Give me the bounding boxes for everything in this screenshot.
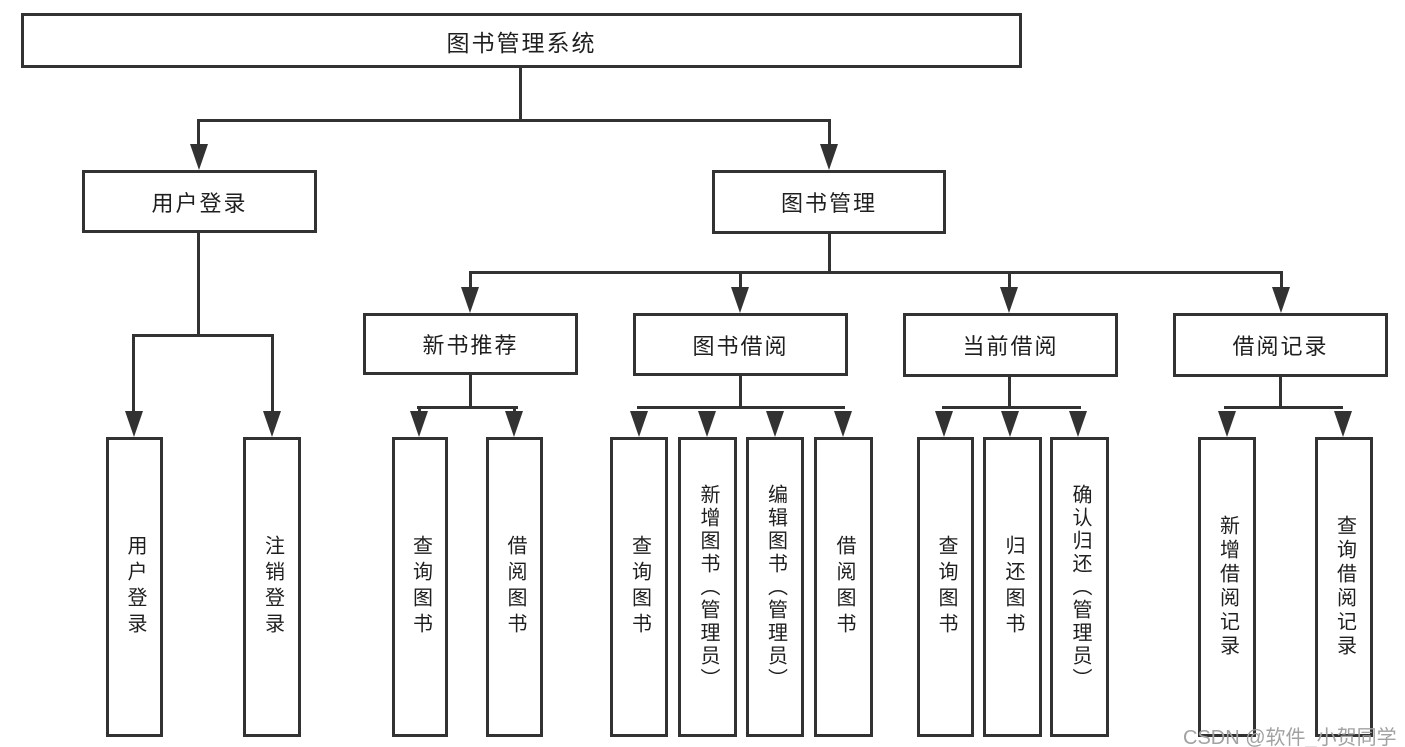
node-borrowing-records-label: 借阅记录 — [1232, 334, 1329, 359]
node-user-login: 用户登录 — [82, 170, 317, 233]
node-current-borrowing: 当前借阅 — [903, 313, 1118, 377]
connector-user-login-right-drop — [271, 334, 274, 411]
arrowhead-to-borrow-books-1 — [505, 411, 523, 437]
leaf-edit-books-admin-label: 编辑图书（管理员） — [764, 483, 787, 691]
arrowhead-to-user-login — [190, 144, 208, 170]
node-book-management-label: 图书管理 — [780, 191, 877, 216]
arrowhead-to-borrowing-records — [1272, 287, 1290, 313]
arrowhead-to-current-borrowing — [1000, 287, 1018, 313]
arrowhead-to-edit-books — [766, 411, 784, 437]
connector-new-book-stub1 — [418, 406, 421, 413]
arrowhead-to-query-books-3 — [935, 411, 953, 437]
node-book-borrowing: 图书借阅 — [633, 313, 848, 376]
leaf-user-login: 用户登录 — [106, 437, 163, 737]
arrowhead-to-leaf-user-login — [125, 411, 143, 437]
arrowhead-to-add-books — [698, 411, 716, 437]
connector-current-borrowing-hline — [942, 406, 1081, 409]
arrowhead-to-query-books-2 — [630, 411, 648, 437]
connector-root-vline — [519, 68, 522, 121]
connector-book-borrowing-vline — [739, 376, 742, 408]
leaf-return-books-label: 归还图书 — [1002, 535, 1024, 639]
connector-new-book-stub2 — [513, 406, 516, 413]
arrowhead-to-new-book-recommend — [461, 287, 479, 313]
connector-root-right-stub — [828, 119, 831, 147]
connector-stub-current-borrowing — [1008, 271, 1011, 287]
leaf-borrow-books-borrowing: 借阅图书 — [814, 437, 873, 737]
connector-user-login-vline — [197, 233, 200, 337]
connector-new-book-hline — [417, 406, 518, 409]
connector-borrowing-records-vline — [1279, 377, 1282, 408]
connector-stub-book-borrowing — [739, 271, 742, 287]
leaf-query-books-recommend: 查询图书 — [392, 437, 448, 737]
connector-current-borrowing-vline — [1008, 377, 1011, 408]
leaf-query-books-borrowing: 查询图书 — [610, 437, 668, 737]
leaf-borrow-books-recommend: 借阅图书 — [486, 437, 543, 737]
leaf-query-books-borrowing-label: 查询图书 — [628, 535, 651, 639]
leaf-borrow-books-borrowing-label: 借阅图书 — [833, 535, 855, 639]
leaf-query-books-recommend-label: 查询图书 — [409, 535, 432, 639]
leaf-query-borrow-record-label: 查询借阅记录 — [1333, 515, 1356, 659]
node-user-login-label: 用户登录 — [151, 190, 248, 216]
connector-book-mgmt-vline — [828, 234, 831, 273]
node-new-book-recommend: 新书推荐 — [363, 313, 578, 375]
leaf-edit-books-admin: 编辑图书（管理员） — [746, 437, 804, 737]
leaf-add-borrow-record-label: 新增借阅记录 — [1216, 515, 1239, 659]
node-library-system: 图书管理系统 — [21, 13, 1022, 68]
arrowhead-to-leaf-logout — [263, 411, 281, 437]
leaf-confirm-return-admin-label: 确认归还（管理员） — [1069, 483, 1091, 691]
node-current-borrowing-label: 当前借阅 — [962, 334, 1059, 359]
arrowhead-to-query-books-1 — [410, 411, 428, 437]
node-new-book-recommend-label: 新书推荐 — [422, 333, 519, 358]
connector-borrowing-records-hline — [1224, 406, 1343, 409]
connector-user-login-left-drop — [132, 334, 135, 411]
connector-stub-borrowing-records — [1280, 271, 1283, 287]
leaf-query-borrow-record: 查询借阅记录 — [1315, 437, 1373, 737]
leaf-logout-login-label: 注销登录 — [261, 535, 284, 639]
connector-stub-new-book — [469, 271, 472, 287]
arrowhead-to-return-books — [1001, 411, 1019, 437]
leaf-add-borrow-record: 新增借阅记录 — [1198, 437, 1256, 737]
connector-new-book-vline — [469, 375, 472, 408]
arrowhead-to-query-borrow-record — [1334, 411, 1352, 437]
leaf-user-login-label: 用户登录 — [124, 535, 146, 639]
connector-root-hline — [197, 119, 831, 122]
arrowhead-to-borrow-books-2 — [834, 411, 852, 437]
arrowhead-to-book-borrowing — [731, 287, 749, 313]
leaf-logout-login: 注销登录 — [243, 437, 301, 737]
leaf-confirm-return-admin: 确认归还（管理员） — [1050, 437, 1109, 737]
node-borrowing-records: 借阅记录 — [1173, 313, 1388, 377]
leaf-add-books-admin: 新增图书（管理员） — [678, 437, 737, 737]
leaf-borrow-books-recommend-label: 借阅图书 — [504, 535, 526, 639]
leaf-add-books-admin-label: 新增图书（管理员） — [697, 483, 719, 691]
connector-book-mgmt-hline — [469, 271, 1283, 274]
node-library-system-label: 图书管理系统 — [446, 29, 597, 56]
arrowhead-to-book-management — [820, 144, 838, 170]
connector-book-borrowing-hline — [637, 406, 845, 409]
arrowhead-to-add-borrow-record — [1218, 411, 1236, 437]
arrowhead-to-confirm-return — [1069, 411, 1087, 437]
node-book-management: 图书管理 — [712, 170, 946, 234]
leaf-query-books-current: 查询图书 — [917, 437, 974, 737]
connector-user-login-hline — [132, 334, 274, 337]
node-book-borrowing-label: 图书借阅 — [692, 333, 789, 359]
connector-root-left-stub — [197, 119, 200, 147]
csdn-watermark: CSDN @软件_小贺同学 — [1183, 727, 1397, 747]
leaf-query-books-current-label: 查询图书 — [935, 535, 957, 639]
leaf-return-books: 归还图书 — [983, 437, 1042, 737]
